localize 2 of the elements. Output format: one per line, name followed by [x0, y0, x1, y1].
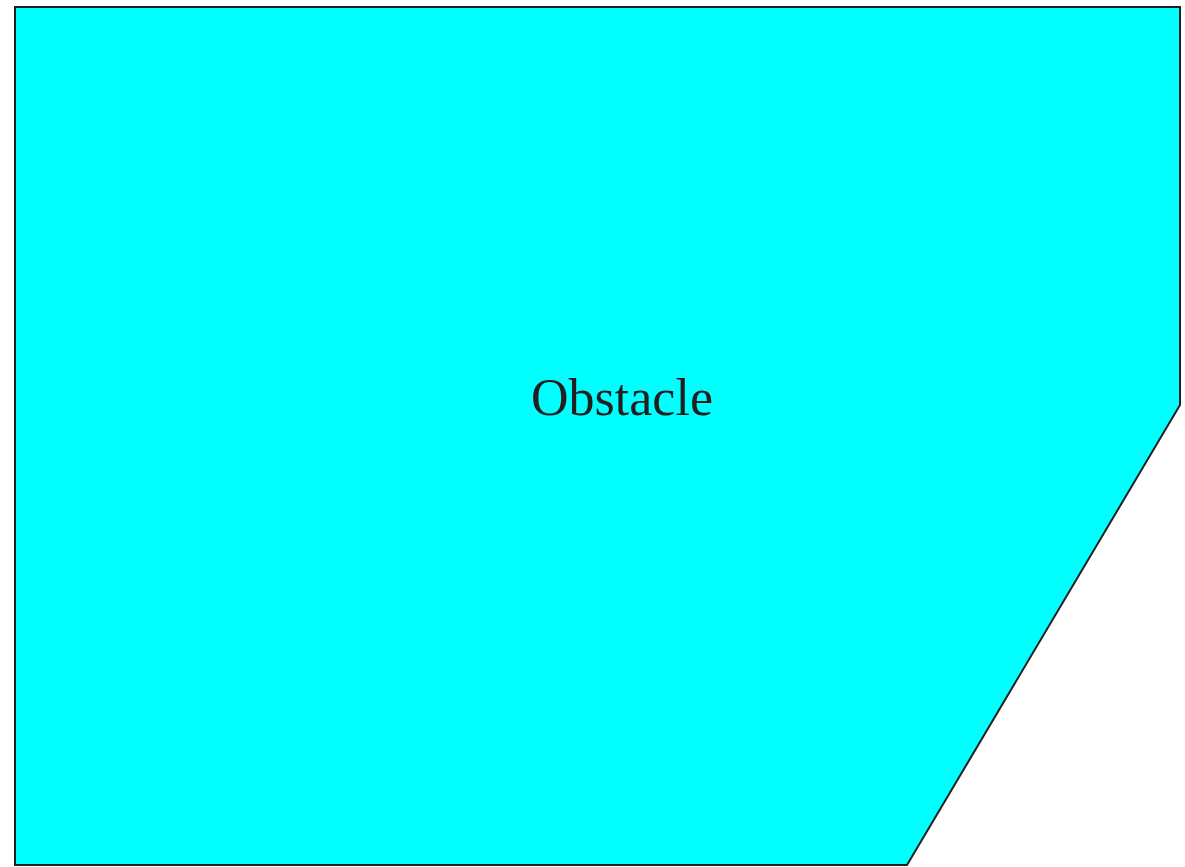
obstacle-label: Obstacle: [531, 367, 713, 427]
obstacle-shape: [15, 7, 1180, 865]
